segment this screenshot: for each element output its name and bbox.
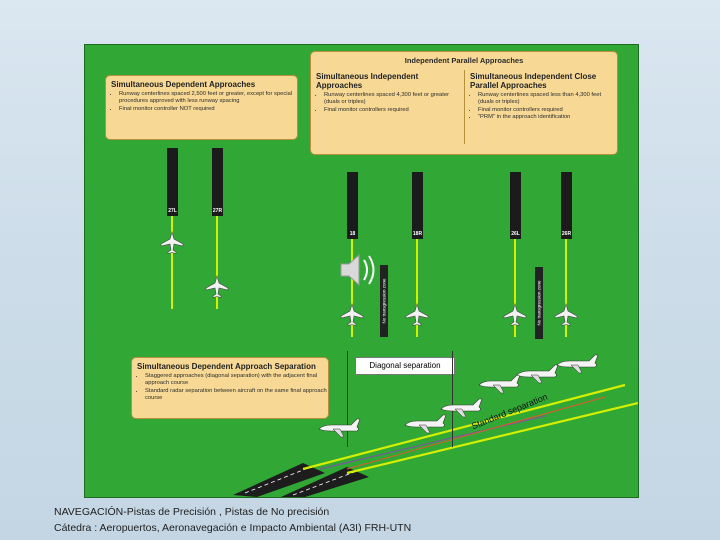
speaker-icon[interactable]: [337, 250, 383, 290]
runway-label: 27L: [168, 208, 177, 214]
airplane-icon: [340, 303, 364, 326]
centerline: [216, 216, 218, 309]
bullet: Final monitor controller NOT required: [119, 106, 297, 113]
dependent-approaches-title: Simultaneous Dependent Approaches: [111, 80, 256, 89]
divider: [464, 70, 465, 144]
airplane-icon: [205, 275, 229, 298]
airliner-icon: [440, 398, 483, 418]
runway-label: 26L: [511, 231, 520, 237]
bullet: Runway centerlines spaced 4,300 feet or …: [324, 92, 459, 107]
airliner-icon: [404, 414, 447, 434]
diagram-panel: Independent Parallel Approaches Simultan…: [84, 44, 639, 498]
centerline: [351, 239, 353, 337]
airliner-icon: [556, 354, 599, 374]
runway-label: 26R: [561, 231, 572, 237]
approach-perspective: [233, 383, 638, 497]
ntz-label: No transgression zone: [536, 280, 542, 326]
airliner-icon: [478, 374, 521, 394]
centerline: [565, 239, 567, 337]
runway-18: 18: [347, 172, 358, 239]
airplane-icon: [503, 303, 527, 326]
independent-approaches-box: Independent Parallel Approaches Simultan…: [310, 51, 618, 155]
centerline: [416, 239, 418, 337]
runway-26R: 26R: [561, 172, 572, 239]
bullet: Staggered approaches (diagonal separatio…: [145, 373, 328, 388]
independent-approaches-title: Independent Parallel Approaches: [404, 56, 524, 65]
close-parallel-col-title: Simultaneous Independent Close Parallel …: [470, 72, 597, 90]
centerline: [171, 216, 173, 309]
runway-label: 18R: [412, 231, 423, 237]
centerline: [514, 239, 516, 337]
bullet: Standard radar separation between aircra…: [145, 388, 328, 403]
bullet: Runway centerlines spaced less than 4,30…: [478, 92, 612, 107]
runway-27R: 27R: [212, 148, 223, 216]
runway-18R: 18R: [412, 172, 423, 239]
footer-line-2: Cátedra : Aeropuertos, Aeronavegación e …: [54, 522, 412, 534]
no-transgression-zone-1: No transgression zone: [380, 265, 388, 337]
runway-label: 27R: [212, 208, 223, 214]
airplane-icon: [405, 303, 429, 326]
airplane-icon: [160, 231, 184, 254]
independent-col: Simultaneous Independent Approaches Runw…: [316, 72, 459, 114]
diagonal-bracket: [347, 351, 453, 447]
separation-box: Simultaneous Dependent Approach Separati…: [131, 357, 329, 419]
no-transgression-zone-2: No transgression zone: [535, 267, 543, 339]
airliner-icon: [318, 418, 361, 438]
runway-27L: 27L: [167, 148, 178, 216]
independent-col-title: Simultaneous Independent Approaches: [316, 72, 419, 90]
runway-26L: 26L: [510, 172, 521, 239]
footer-line-1: NAVEGACIÓN-Pistas de Precisión , Pistas …: [54, 506, 330, 518]
bullet: "PRM" in the approach identification: [478, 114, 612, 121]
airplane-icon: [554, 303, 578, 326]
separation-title: Simultaneous Dependent Approach Separati…: [137, 362, 316, 371]
diagonal-separation-label: Diagonal separation: [355, 357, 455, 375]
bullet: Runway centerlines spaced 2,500 feet or …: [119, 91, 297, 106]
airliner-icon: [516, 364, 559, 384]
bullet: Final monitor controllers required: [324, 107, 459, 114]
bullet: Final monitor controllers required: [478, 107, 612, 114]
close-parallel-col: Simultaneous Independent Close Parallel …: [470, 72, 612, 122]
dependent-approaches-box: Simultaneous Dependent Approaches Runway…: [105, 75, 298, 140]
runway-label: 18: [349, 231, 356, 237]
